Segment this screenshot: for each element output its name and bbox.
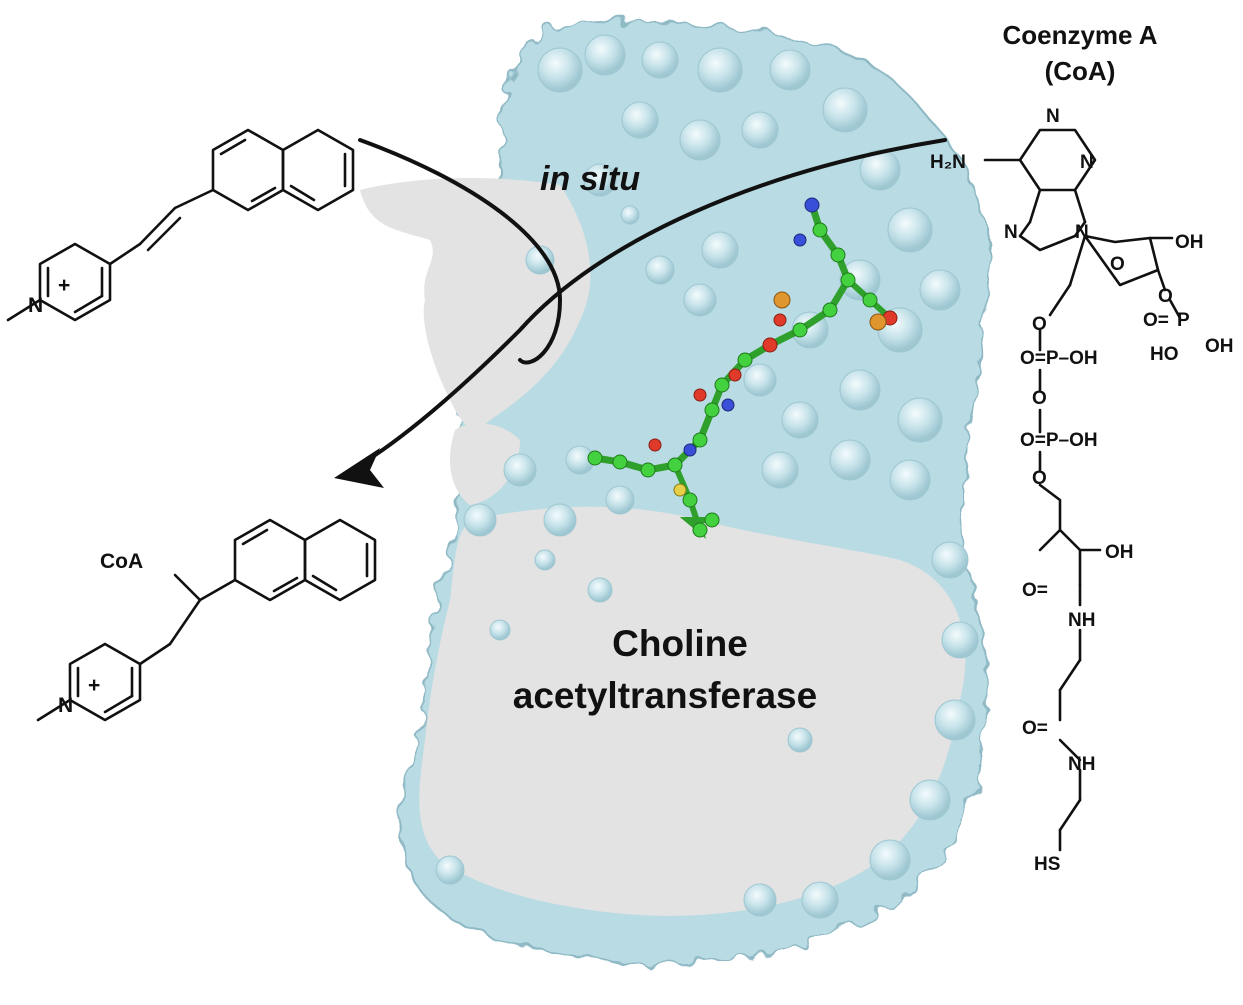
curved-arrow-lower [358,138,947,467]
product-plus-charge: + [88,674,100,697]
reactant-molecule: N + [6,128,355,322]
coa-n7: N [1004,222,1018,243]
coa-ribose-oh2: OH [1205,336,1234,357]
ligand-nitrogen-atoms [683,197,820,457]
coa-phosphate1: O=P–OH [1020,348,1098,369]
coa-hs: HS [1034,854,1060,875]
coa-ribose-ho: HO [1150,344,1179,365]
reaction-arrows [334,138,947,488]
coa-o-chain: O [1032,468,1047,489]
coa-bridge-o: O [1032,388,1047,409]
reactant-n-plus: N [28,294,43,317]
coa-phosphate2: O=P–OH [1020,430,1098,451]
coa-structure: H₂N N N N N O OH O O= P HO OH O O=P–OH O… [930,106,1234,875]
enzyme-name-line2: acetyltransferase [513,675,817,716]
cavity-lower [419,506,966,916]
coa-ribose-p: P [1177,310,1190,331]
coa-n9: N [1075,222,1089,243]
coa-ring-o: O [1110,254,1125,275]
product-molecule: N + CoA [36,518,377,722]
coa-pantoate-oh: OH [1105,542,1134,563]
ligand-phosphorus-atoms [773,291,887,331]
coa-ligand-model [587,197,898,540]
product-n-plus: N [58,694,73,717]
in-situ-label: in situ [540,160,640,198]
cavity-mid [450,423,520,505]
coa-ribose-o-eq: O= [1143,310,1169,331]
ligand-oxygen-atoms [648,310,898,452]
arrow-head [334,448,384,488]
coa-title-line1: Coenzyme A [1002,20,1157,50]
ligand-carbon-atoms [587,222,878,538]
curved-arrow-upper [358,138,563,365]
coa-h2n: H₂N [930,152,966,173]
coa-ribose-oh: OH [1175,232,1204,253]
coa-n3: N [1080,152,1094,173]
coa-amide-o1: O= [1022,580,1048,601]
product-coa-label: CoA [100,550,143,573]
coa-nh2: NH [1068,754,1095,775]
coa-n1: N [1046,106,1060,127]
ligand-sulfur-atom [673,483,687,497]
coa-ribose-o: O [1158,286,1173,307]
surface-highlights [435,34,979,919]
enzyme-name-line1: Choline [612,623,748,664]
coa-nh1: NH [1068,610,1095,631]
reactant-plus-charge: + [58,274,70,297]
coa-o5: O [1032,314,1047,335]
coa-title-line2: (CoA) [1045,56,1116,86]
coa-amide-o2: O= [1022,718,1048,739]
